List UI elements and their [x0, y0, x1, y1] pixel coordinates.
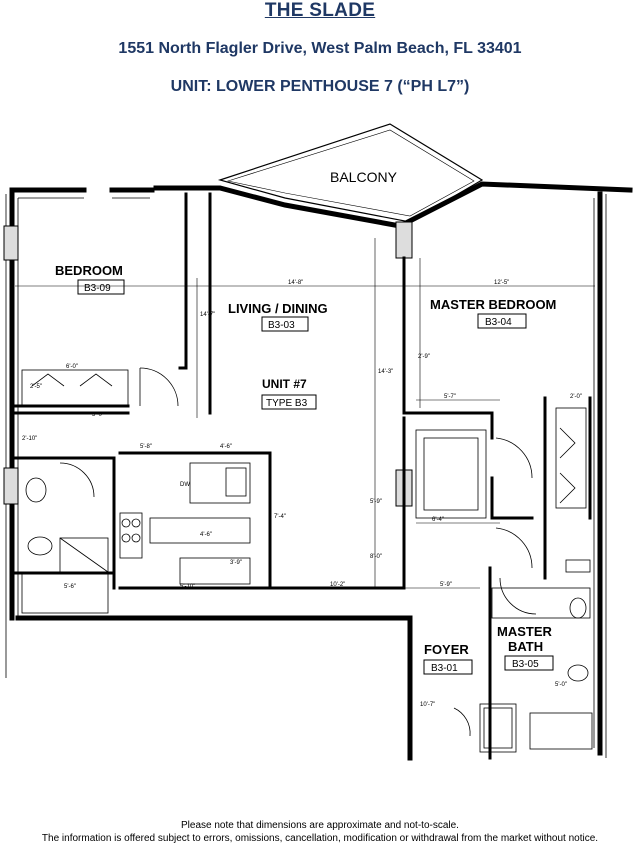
- door-swings: [59, 367, 537, 737]
- master-bath-label-2: BATH: [508, 639, 543, 654]
- dim-master-width: 12'-5": [494, 280, 509, 286]
- dim-master-closet-2: 6'-4": [432, 517, 444, 523]
- dim-misc-3: 10'-7": [420, 702, 435, 708]
- bedroom-tag-box: [77, 279, 125, 295]
- interior-walls: [10, 192, 592, 760]
- balcony-label: BALCONY: [330, 169, 398, 185]
- master-bedroom-label: MASTER BEDROOM: [430, 297, 556, 312]
- foyer-tag: B3-01: [431, 663, 458, 674]
- dimension-lines: [15, 238, 595, 589]
- dim-kitchen-4: 4'-6": [200, 532, 212, 538]
- dim-kitchen-2: 4'-6": [220, 444, 232, 450]
- dim-closet-3: 2'-5": [30, 384, 42, 390]
- bedroom-closet: [21, 369, 129, 407]
- dim-master-closet: 5'-7": [444, 394, 456, 400]
- foyer-tag-box: [423, 659, 473, 675]
- footer-disclaimer-2: The information is offered subject to er…: [41, 833, 599, 844]
- dim-misc-5: 5'-9": [370, 499, 382, 505]
- dishwasher-label: DW: [180, 482, 190, 488]
- master-closet: [415, 407, 587, 519]
- dim-bath-2: 2'-10": [22, 436, 37, 442]
- living-tag: B3-03: [268, 320, 295, 331]
- dim-kitchen-3: 3'-9": [230, 560, 242, 566]
- dim-corridor: 10'-2": [330, 582, 345, 588]
- exterior-wall-inner-lines: [5, 194, 607, 758]
- unit-type-tag: TYPE B3: [266, 398, 308, 409]
- dim-kitchen-1: 5'-8": [140, 444, 152, 450]
- dim-master-bath-1: 5'-0": [555, 682, 567, 688]
- bedroom-label: BEDROOM: [55, 263, 123, 278]
- floor-plan: BALCONY BEDROOM B3-09 LIVING / DINING B3…: [3, 123, 633, 761]
- master-bath-tag-box: [504, 655, 554, 671]
- unit-type-box: [261, 394, 317, 410]
- dim-bath-3: 5'-10": [180, 584, 195, 590]
- master-bath-tag: B3-05: [512, 659, 539, 670]
- unit-name: UNIT: LOWER PENTHOUSE 7 (“PH L7”): [170, 78, 470, 95]
- dim-misc-7: 8'-0": [370, 554, 382, 560]
- document-title: THE SLADE: [264, 0, 376, 21]
- dim-living-width: 14'-8": [288, 280, 303, 286]
- master-bedroom-tag-box: [477, 313, 527, 329]
- living-tag-box: [261, 316, 309, 332]
- master-bath-label-1: MASTER: [497, 624, 553, 639]
- dim-misc-1: 5'-9": [440, 582, 452, 588]
- foyer-label: FOYER: [424, 642, 469, 657]
- dim-living-depth: 14'-7": [200, 312, 215, 318]
- unit-number-label: UNIT #7: [262, 377, 307, 391]
- property-address: 1551 North Flagler Drive, West Palm Beac…: [118, 40, 522, 57]
- dim-misc-2: 2'-0": [570, 394, 582, 400]
- kitchen-fixtures: [119, 462, 251, 585]
- dim-closet-1: 6'-0": [66, 364, 78, 370]
- dim-bath-1: 5'-6": [64, 584, 76, 590]
- master-bedroom-tag: B3-04: [485, 317, 512, 328]
- dim-misc-4: 2'-9": [418, 354, 430, 360]
- footer-disclaimer-1: Please note that dimensions are approxim…: [181, 820, 459, 831]
- living-dining-label: LIVING / DINING: [228, 301, 328, 316]
- bedroom-tag: B3-09: [84, 283, 111, 294]
- bath-fixtures: [21, 477, 593, 753]
- dim-unit-depth: 14'-3": [378, 369, 393, 375]
- dim-misc-6: 7'-4": [274, 514, 286, 520]
- dim-closet-2: 3'-0": [92, 412, 104, 418]
